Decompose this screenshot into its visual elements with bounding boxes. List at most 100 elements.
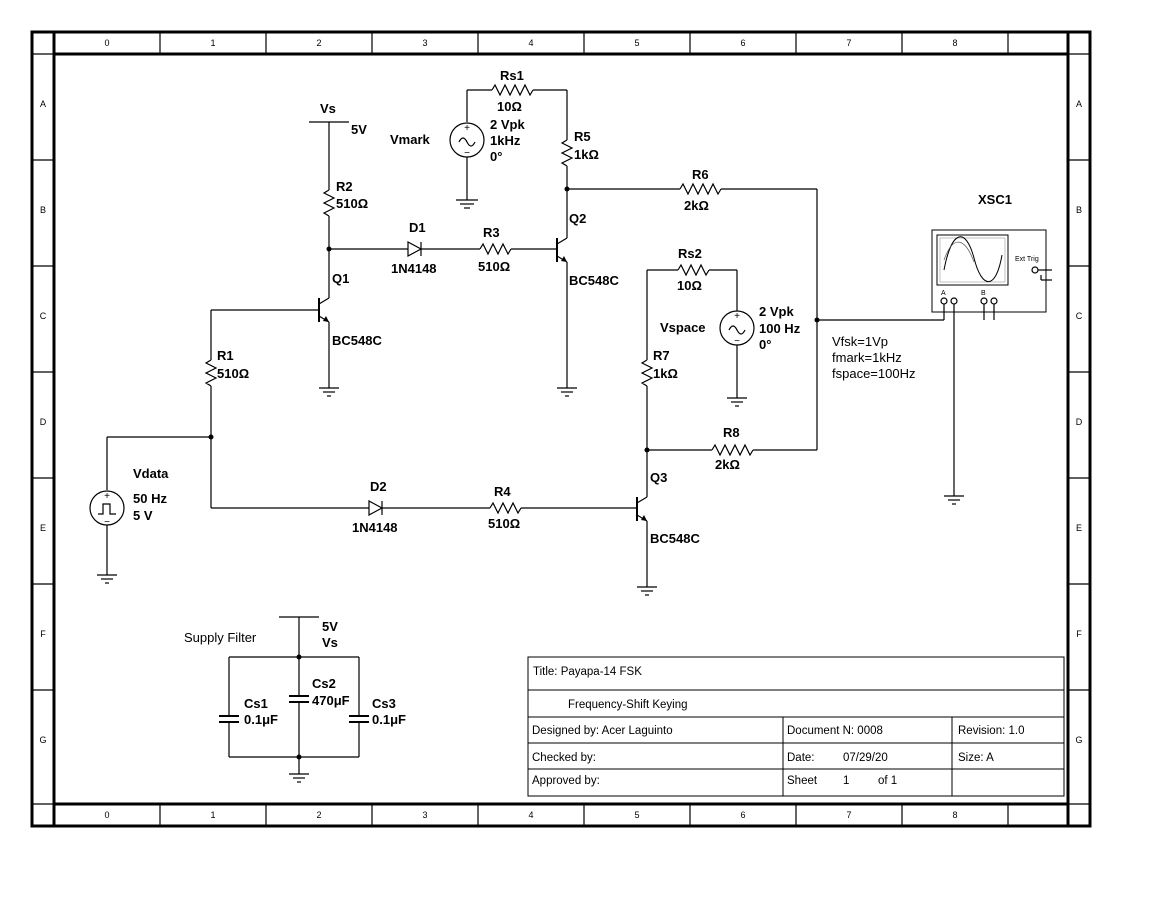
vs-value: 5V [351, 122, 367, 137]
row-label: B [40, 205, 46, 215]
q3-name: Q3 [650, 470, 667, 485]
transistor-q3[interactable]: Q3 BC548C [636, 450, 700, 596]
sheet-number: 1 [843, 775, 849, 787]
resistor-r3[interactable]: R3 510Ω [478, 225, 557, 274]
rs1-name: Rs1 [500, 68, 524, 83]
q1-name: Q1 [332, 271, 349, 286]
r3-value: 510Ω [478, 259, 510, 274]
col-label: 6 [740, 38, 745, 48]
supply-vs[interactable]: Vs 5V [309, 101, 367, 180]
title-block: Title: Payapa-14 FSK Frequency-Shift Key… [527, 656, 1065, 797]
r7-value: 1kΩ [653, 366, 678, 381]
r5-name: R5 [574, 129, 591, 144]
channel-b-label: B [981, 290, 986, 297]
checked-by-field: Checked by: [532, 752, 596, 764]
col-label: 3 [422, 810, 427, 820]
col-label: 3 [422, 38, 427, 48]
resistor-r2[interactable]: R2 510Ω [322, 179, 368, 252]
resistor-rs2[interactable]: Rs2 10Ω [647, 246, 738, 311]
vspace-phase: 0° [759, 337, 771, 352]
vmark-name: Vmark [390, 132, 431, 147]
date-value: 07/29/20 [843, 752, 888, 764]
col-label: 8 [952, 810, 957, 820]
resistor-r1[interactable]: R1 510Ω [204, 310, 249, 508]
supply-filter-label: Supply Filter [184, 630, 257, 645]
diode-d2[interactable]: D2 1N4148 [211, 479, 490, 535]
note-vfsk: Vfsk=1Vp [832, 334, 888, 349]
r8-name: R8 [723, 425, 740, 440]
row-label: G [39, 735, 46, 745]
cs3-name: Cs3 [372, 696, 396, 711]
r6-name: R6 [692, 167, 709, 182]
vmark-amp: 2 Vpk [490, 117, 525, 132]
transistor-q1[interactable]: Q1 BC548C [211, 249, 382, 397]
row-label: C [1076, 311, 1083, 321]
resistor-r5[interactable]: R5 1kΩ [560, 90, 599, 192]
row-label: F [1076, 629, 1082, 639]
q2-model: BC548C [569, 273, 619, 288]
sheet-label: Sheet [787, 775, 818, 787]
svg-text:+: + [104, 491, 110, 502]
svg-text:+: + [734, 311, 740, 322]
row-label: E [40, 523, 46, 533]
row-label: A [1076, 99, 1082, 109]
vmark-source[interactable]: + − Vmark 2 Vpk 1kHz 0° [390, 90, 525, 209]
ruler-column-labels: 0 1 2 3 4 5 6 7 8 0 1 2 3 4 5 6 7 8 [104, 38, 957, 820]
diode-d1[interactable]: D1 1N4148 [329, 220, 480, 276]
date-label: Date: [787, 752, 815, 764]
note-fspace: fspace=100Hz [832, 366, 915, 381]
vspace-name: Vspace [660, 320, 706, 335]
svg-text:−: − [734, 336, 740, 347]
cs1-name: Cs1 [244, 696, 268, 711]
r6-value: 2kΩ [684, 198, 709, 213]
row-label: F [40, 629, 46, 639]
vmark-phase: 0° [490, 149, 502, 164]
r3-name: R3 [483, 225, 500, 240]
supply-filter[interactable]: Supply Filter 5V Vs Cs1 0.1μF Cs2 470μF … [184, 616, 406, 783]
col-label: 7 [846, 810, 851, 820]
svg-text:+: + [464, 123, 470, 134]
row-label: D [1076, 417, 1083, 427]
resistor-r8[interactable]: R8 2kΩ [644, 425, 818, 472]
r2-value: 510Ω [336, 196, 368, 211]
resistor-r4[interactable]: R4 510Ω [488, 484, 637, 531]
cs2-value: 470μF [312, 693, 350, 708]
col-label: 7 [846, 38, 851, 48]
supply-vs-value: 5V [322, 619, 338, 634]
size-field: Size: A [958, 752, 994, 764]
rs2-value: 10Ω [677, 278, 702, 293]
col-label: 6 [740, 810, 745, 820]
xsc1-name: XSC1 [978, 192, 1012, 207]
resistor-r7[interactable]: R7 1kΩ [640, 270, 678, 450]
r1-value: 510Ω [217, 366, 249, 381]
row-label: D [40, 417, 47, 427]
vspace-source[interactable]: + − Vspace 2 Vpk 100 Hz 0° [660, 304, 801, 407]
col-label: 0 [104, 38, 109, 48]
r1-name: R1 [217, 348, 234, 363]
sheet-border [30, 30, 1092, 828]
row-label: G [1075, 735, 1082, 745]
col-label: 2 [316, 810, 321, 820]
row-label: C [40, 311, 47, 321]
title-field: Title: Payapa-14 FSK [533, 666, 642, 678]
q2-name: Q2 [569, 211, 586, 226]
vdata-freq: 50 Hz [133, 491, 167, 506]
sheet-of: of 1 [878, 775, 897, 787]
col-label: 0 [104, 810, 109, 820]
cs3-value: 0.1μF [372, 712, 406, 727]
revision-field: Revision: 1.0 [958, 725, 1024, 737]
vdata-source[interactable]: + − Vdata 50 Hz 5 V [89, 436, 211, 584]
col-label: 4 [528, 810, 533, 820]
rs2-name: Rs2 [678, 246, 702, 261]
oscilloscope-xsc1[interactable]: XSC1 Ext Trig A B [817, 192, 1052, 505]
resistor-r6[interactable]: R6 2kΩ [567, 167, 820, 450]
document-number-field: Document N: 0008 [787, 725, 883, 737]
rs1-value: 10Ω [497, 99, 522, 114]
transistor-q2[interactable]: Q2 BC548C [556, 189, 619, 397]
svg-text:−: − [464, 148, 470, 159]
cs1-value: 0.1μF [244, 712, 278, 727]
resistor-rs1[interactable]: Rs1 10Ω [467, 68, 567, 114]
subtitle-field: Frequency-Shift Keying [568, 699, 688, 711]
vdata-name: Vdata [133, 466, 169, 481]
vspace-freq: 100 Hz [759, 321, 801, 336]
